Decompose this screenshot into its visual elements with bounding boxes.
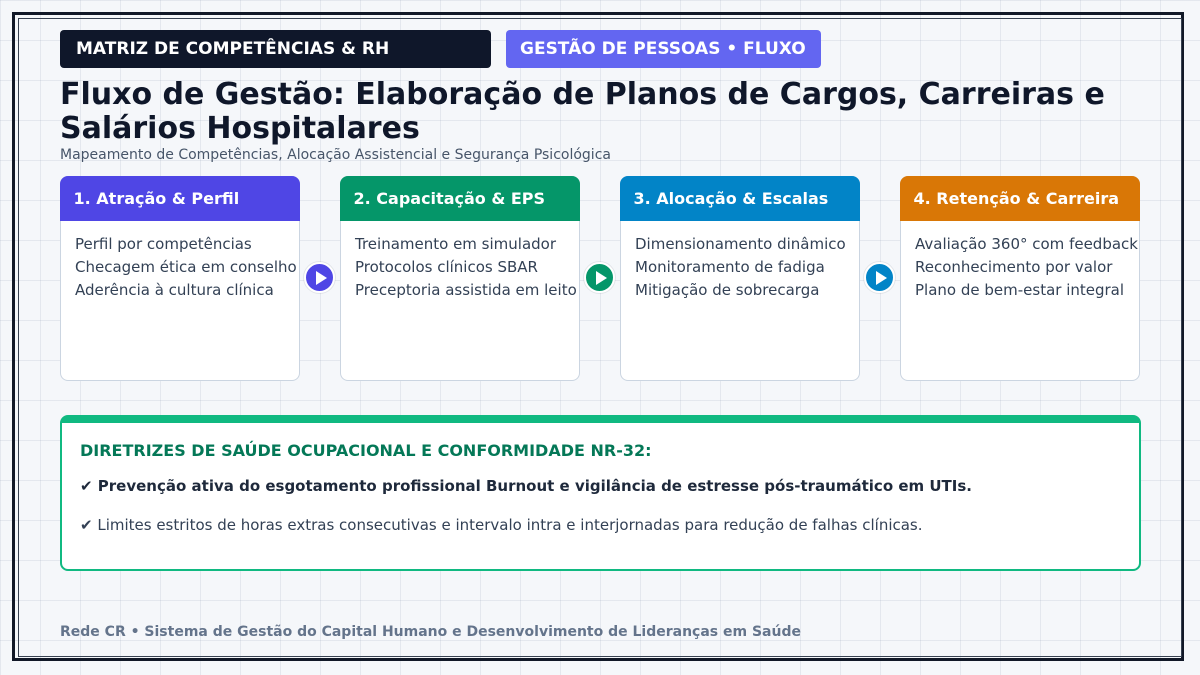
step-card-header: 1. Atração & Perfil [59, 175, 300, 221]
step-card-retention: 4. Retenção & Carreira Avaliação 360° co… [899, 175, 1140, 381]
guideline-burnout-prevention: ✔ Prevenção ativa do esgotamento profiss… [80, 477, 972, 495]
play-arrow-icon [864, 262, 895, 293]
footer-text: Rede CR • Sistema de Gestão do Capital H… [60, 624, 801, 640]
step-item: Mitigação de sobrecarga [635, 281, 820, 299]
step-item: Plano de bem-estar integral [915, 281, 1125, 299]
step-item: Dimensionamento dinâmico [635, 235, 846, 253]
step-item: Checagem ética em conselho [75, 258, 297, 276]
step-card-header: 2. Capacitação & EPS [339, 175, 580, 221]
occupational-health-guidelines: DIRETRIZES DE SAÚDE OCUPACIONAL E CONFOR… [60, 415, 1141, 571]
step-item: Perfil por competências [75, 235, 252, 253]
step-item: Reconhecimento por valor [915, 258, 1113, 276]
outer-frame [12, 12, 1184, 661]
step-card-header: 3. Alocação & Escalas [619, 175, 860, 221]
step-item: Preceptoria assistida em leito [355, 281, 577, 299]
page-subtitle: Mapeamento de Competências, Alocação Ass… [60, 147, 611, 163]
step-item: Protocolos clínicos SBAR [355, 258, 538, 276]
step-card-allocation: 3. Alocação & Escalas Dimensionamento di… [619, 175, 860, 381]
step-card-attraction: 1. Atração & Perfil Perfil por competênc… [59, 175, 300, 381]
step-card-items: Dimensionamento dinâmico Monitoramento d… [635, 233, 846, 302]
step-card-training: 2. Capacitação & EPS Treinamento em simu… [339, 175, 580, 381]
step-card-items: Avaliação 360° com feedback Reconhecimen… [915, 233, 1138, 302]
play-arrow-icon [304, 262, 335, 293]
step-card-items: Perfil por competências Checagem ética e… [75, 233, 297, 302]
inner-frame [18, 18, 1182, 657]
guidelines-title: DIRETRIZES DE SAÚDE OCUPACIONAL E CONFOR… [80, 441, 652, 460]
people-management-badge: GESTÃO DE PESSOAS • FLUXO [506, 30, 821, 68]
step-card-header: 4. Retenção & Carreira [899, 175, 1140, 221]
play-arrow-icon [584, 262, 615, 293]
step-item: Aderência à cultura clínica [75, 281, 274, 299]
step-item: Monitoramento de fadiga [635, 258, 825, 276]
competency-matrix-badge: MATRIZ DE COMPETÊNCIAS & RH [60, 30, 491, 68]
step-card-items: Treinamento em simulador Protocolos clín… [355, 233, 577, 302]
page-title: Fluxo de Gestão: Elaboração de Planos de… [60, 77, 1105, 146]
step-item: Treinamento em simulador [355, 235, 556, 253]
step-item: Avaliação 360° com feedback [915, 235, 1138, 253]
guideline-overtime-limits: ✔ Limites estritos de horas extras conse… [80, 516, 923, 534]
